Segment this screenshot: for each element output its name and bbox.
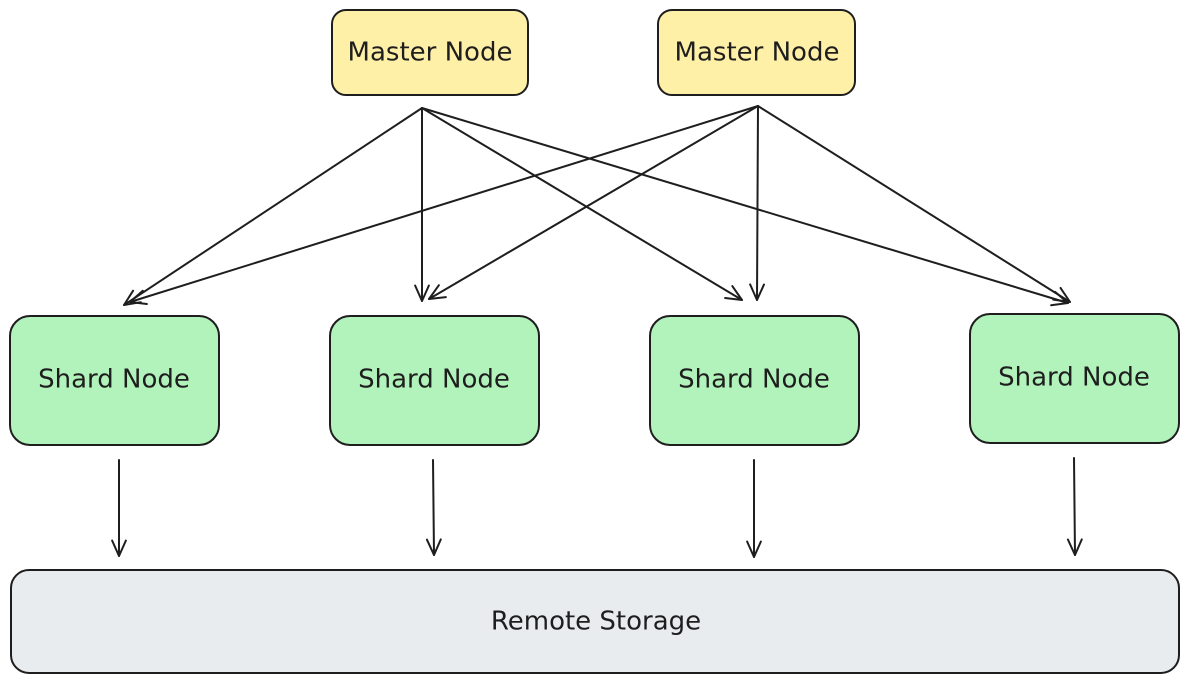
arrow-master-2-to-shard-3 <box>749 105 765 301</box>
arrow-master-1-to-shard-1 <box>123 107 423 306</box>
remote-storage[interactable]: Remote Storage <box>10 569 1180 674</box>
shard-node-3-label: Shard Node <box>678 365 830 395</box>
arrow-master-1-to-shard-2 <box>414 107 430 302</box>
arrow-shard-1-to-remote-storage <box>111 459 127 557</box>
arrow-master-2-to-shard-1 <box>129 105 759 305</box>
master-node-1-label: Master Node <box>348 38 513 68</box>
remote-storage-box <box>10 569 1180 674</box>
arrow-line <box>428 105 759 300</box>
shard-node-4-label: Shard Node <box>998 363 1150 393</box>
shard-node-2-box <box>329 315 540 446</box>
master-node-2-label: Master Node <box>675 38 840 68</box>
arrow-master-2-to-shard-2 <box>428 105 759 300</box>
shard-node-1-box <box>9 315 220 446</box>
arrow-master-1-to-shard-4 <box>421 107 1069 307</box>
shard-node-1-label: Shard Node <box>38 365 190 395</box>
arrow-head <box>414 284 430 302</box>
arrow-line <box>123 107 423 306</box>
master-node-1-box <box>331 9 529 96</box>
master-node-2-box <box>657 9 856 96</box>
shard-node-2-label: Shard Node <box>358 365 510 395</box>
arrow-head <box>746 540 762 558</box>
arrow-head <box>1066 538 1083 556</box>
shard-node-2[interactable]: Shard Node <box>329 315 540 446</box>
arrow-head <box>1052 286 1071 303</box>
arrow-line <box>432 459 435 556</box>
arrow-line <box>757 105 1071 303</box>
arrow-line <box>421 107 1069 304</box>
arrow-head <box>749 283 765 301</box>
shard-node-4-box <box>969 313 1180 444</box>
master-node-2[interactable]: Master Node <box>657 9 856 96</box>
master-node-1[interactable]: Master Node <box>331 9 529 96</box>
arrow-head <box>428 284 447 300</box>
arrow-head <box>724 285 743 301</box>
arrow-head <box>425 538 442 556</box>
shard-node-3-box <box>649 315 860 446</box>
arrow-line <box>421 107 743 301</box>
arrow-master-1-to-shard-3 <box>421 107 743 301</box>
arrow-master-2-to-shard-4 <box>757 105 1071 303</box>
arrow-line <box>1073 457 1076 556</box>
arrow-head <box>129 289 148 305</box>
arrow-line <box>756 105 759 301</box>
shard-node-1[interactable]: Shard Node <box>9 315 220 446</box>
arrow-line <box>129 105 759 303</box>
arrow-shard-4-to-remote-storage <box>1066 457 1083 556</box>
shard-node-3[interactable]: Shard Node <box>649 315 860 446</box>
arrow-shard-2-to-remote-storage <box>425 459 442 556</box>
shard-node-4[interactable]: Shard Node <box>969 313 1180 444</box>
arrow-head <box>111 539 127 557</box>
remote-storage-label: Remote Storage <box>491 607 701 637</box>
edges-layer <box>111 105 1083 558</box>
arrow-shard-3-to-remote-storage <box>746 459 762 558</box>
